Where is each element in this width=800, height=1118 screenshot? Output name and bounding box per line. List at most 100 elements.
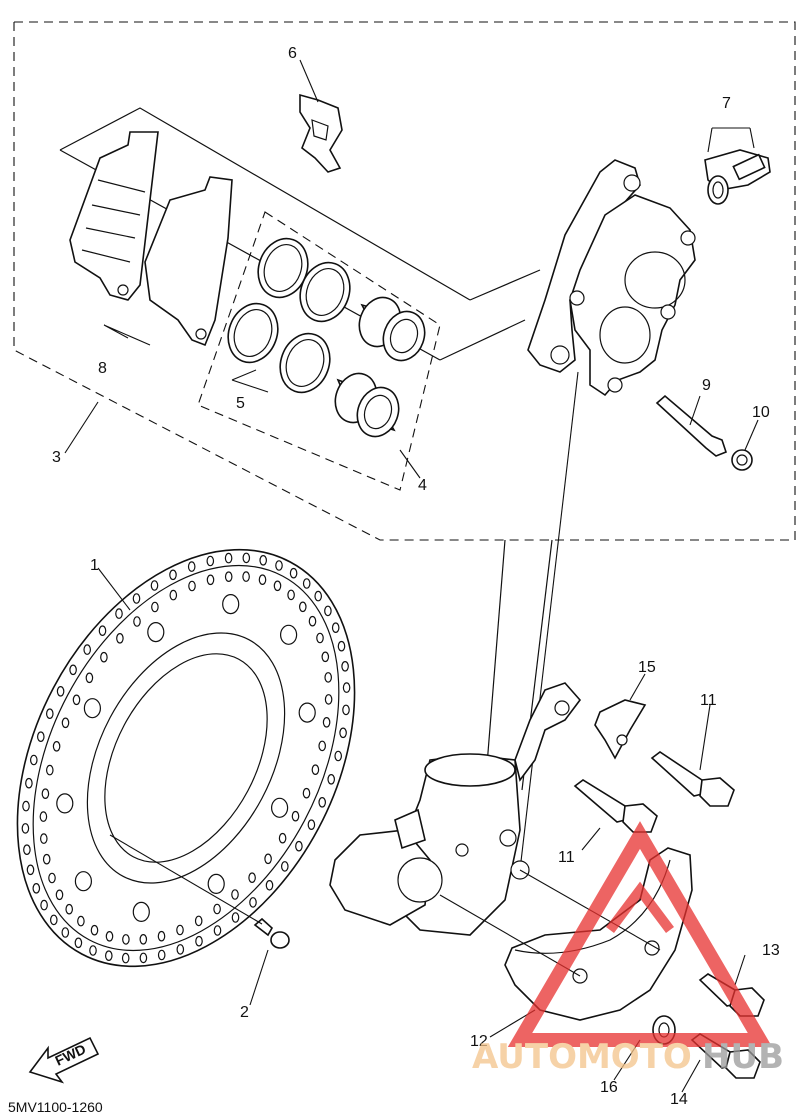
disc-drill-hole <box>45 764 54 776</box>
disc-drill-hole <box>322 716 331 728</box>
bolt-11-upper <box>650 751 735 807</box>
disc-drill-hole <box>298 601 307 613</box>
disc-drill-hole <box>41 788 50 799</box>
disc-drill-hole <box>133 616 141 627</box>
brake-pad-outer <box>69 131 159 301</box>
disc-drill-hole <box>308 615 317 627</box>
disc-drill-hole <box>42 853 51 865</box>
disc-mount-hole <box>298 702 316 723</box>
disc-drill-hole <box>188 580 196 592</box>
disc-drill-hole <box>39 811 48 822</box>
disc-drill-hole <box>83 644 92 655</box>
disc-mount-hole <box>222 593 240 615</box>
disc-drill-hole <box>115 608 123 619</box>
disc-bolt-line <box>109 834 263 925</box>
disc-mount-hole <box>56 793 74 814</box>
disc-drill-hole <box>318 740 327 752</box>
disc-drill-hole <box>224 552 233 564</box>
disc-drill-hole <box>334 750 343 762</box>
callout-13: 13 <box>762 942 780 959</box>
disc-drill-hole <box>69 664 77 676</box>
disc-drill-hole <box>23 844 31 855</box>
disc-drill-hole <box>100 651 108 663</box>
disc-drill-hole <box>249 897 257 908</box>
disc-drill-hole <box>231 912 240 923</box>
disc-drill-hole <box>206 574 215 586</box>
pad-spring <box>299 93 343 173</box>
disc-drill-hole <box>213 903 221 915</box>
disc-drill-hole <box>242 552 251 564</box>
disc-drill-hole <box>45 708 54 719</box>
disc-drill-hole <box>48 872 56 884</box>
disc-drill-hole <box>258 574 267 585</box>
disc-drill-hole <box>295 840 303 852</box>
disc-drill-hole <box>72 694 81 706</box>
disc-drill-hole <box>337 640 346 652</box>
caliper-body <box>569 194 696 397</box>
callout-4: 4 <box>418 477 427 494</box>
caliper-assembly-group-outline <box>13 21 796 541</box>
disc-drill-hole <box>139 933 148 945</box>
disc-drill-hole <box>25 777 33 789</box>
disc-drill-hole <box>122 934 130 945</box>
disc-drill-hole <box>278 832 287 844</box>
disc-drill-hole <box>36 731 45 742</box>
disc-drill-hole <box>65 903 74 915</box>
callout-11-lower: 11 <box>558 849 575 866</box>
disc-drill-hole <box>341 660 349 672</box>
callout-5: 5 <box>236 395 245 412</box>
callout-3: 3 <box>52 449 61 466</box>
disc-drill-hole <box>265 879 274 891</box>
front-fork-leg <box>329 539 582 936</box>
disc-mount-hole <box>271 797 289 818</box>
disc-drill-hole <box>342 704 350 716</box>
disc-drill-hole <box>39 833 48 844</box>
disc-drill-hole <box>176 944 185 955</box>
disc-drill-hole <box>231 889 239 900</box>
disc-drill-hole <box>74 937 83 949</box>
caliper-to-fork-line <box>519 371 579 871</box>
disc-drill-hole <box>324 672 333 683</box>
disc-drill-hole <box>90 924 99 936</box>
disc-drill-hole <box>342 682 351 693</box>
disc-drill-hole <box>89 945 97 956</box>
disc-drill-hole <box>26 864 35 876</box>
callout-16: 16 <box>600 1079 618 1096</box>
disc-drill-hole <box>151 601 159 613</box>
disc-drill-hole <box>105 950 113 961</box>
disc-drill-hole <box>157 930 166 942</box>
brake-pad-inner <box>144 176 233 347</box>
disc-drill-hole <box>273 580 282 592</box>
disc-drill-hole <box>324 605 332 617</box>
callout-labels: 6 7 8 5 3 4 9 10 1 2 15 11 11 12 13 14 1… <box>52 45 780 1108</box>
disc-mount-hole <box>280 624 298 645</box>
disc-drill-hole <box>85 672 94 684</box>
disc-drill-hole <box>116 632 124 644</box>
watermark-logo: AUTOMOTO HUB <box>472 821 784 1077</box>
disc-drill-hole <box>264 853 272 865</box>
disc-drill-hole <box>302 578 311 589</box>
disc-drill-hole <box>139 952 148 964</box>
fork-to-cover-line-2 <box>439 894 581 977</box>
disc-drill-hole <box>22 800 30 812</box>
disc-drill-hole <box>52 740 61 752</box>
disc-drill-hole <box>224 571 233 582</box>
hose-guide <box>594 699 647 760</box>
disc-drill-hole <box>311 764 320 775</box>
disc-drill-hole <box>318 796 327 808</box>
callout-10: 10 <box>752 404 770 421</box>
disc-drill-hole <box>242 571 250 582</box>
callout-7: 7 <box>722 95 731 112</box>
disc-drill-hole <box>40 899 48 911</box>
forward-arrow: FWD <box>28 1036 100 1084</box>
disc-drill-hole <box>194 915 203 927</box>
disc-drill-hole <box>302 787 311 799</box>
callout-14: 14 <box>670 1091 688 1108</box>
callout-9: 9 <box>702 377 711 394</box>
disc-drill-hole <box>314 590 323 602</box>
bleed-screw <box>704 149 771 205</box>
disc-drill-hole <box>195 935 203 947</box>
drawing-code: 5MV1100-1260 <box>8 1099 103 1115</box>
disc-drill-hole <box>61 927 70 938</box>
disc-drill-hole <box>206 555 215 567</box>
